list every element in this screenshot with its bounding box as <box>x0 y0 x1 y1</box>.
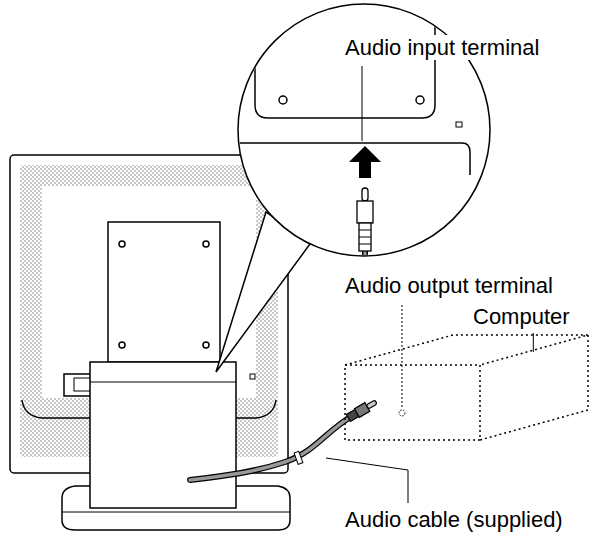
output-terminal <box>399 410 405 416</box>
audio-plug <box>346 398 379 423</box>
audio-plug <box>357 201 373 223</box>
terminal-label: Audio input terminal <box>343 35 541 60</box>
device-label: Computer <box>471 304 572 329</box>
screw-hole <box>416 96 424 104</box>
dotted-edge <box>345 335 588 365</box>
audio-plug <box>357 188 373 251</box>
audio-plug <box>359 244 371 245</box>
screw-hole <box>119 342 125 348</box>
column-line <box>90 382 236 383</box>
leader-line <box>533 333 534 352</box>
audio-plug <box>362 188 368 201</box>
leader-line <box>326 458 408 503</box>
audio-cable <box>190 416 352 480</box>
dotted-edge <box>345 365 480 440</box>
stand-column <box>90 362 236 508</box>
screw-hole <box>119 241 125 247</box>
audio-plug <box>359 237 371 238</box>
base-edge <box>62 512 290 513</box>
terminal-label: Audio output terminal <box>343 273 555 298</box>
cable-tie <box>294 451 303 464</box>
screw-hole <box>203 342 209 348</box>
insert-arrow <box>349 146 381 162</box>
screw-hole <box>279 96 287 104</box>
cable-label: Audio cable (supplied) <box>343 507 565 532</box>
leader-line <box>402 305 403 407</box>
vesa-plate <box>108 222 220 362</box>
panel-edge <box>230 143 470 175</box>
leader-line <box>362 66 363 141</box>
computer-box: Computer <box>340 300 592 448</box>
insert-arrow <box>359 160 371 178</box>
audio-plug <box>359 223 371 251</box>
audio-cable <box>190 416 352 480</box>
audio-cable <box>190 416 352 480</box>
insert-arrow <box>349 146 381 178</box>
dotted-edge <box>480 335 588 440</box>
screw-hole <box>203 241 209 247</box>
small-mark <box>456 122 462 127</box>
audio-plug <box>359 230 371 231</box>
small-mark <box>250 374 255 379</box>
audio-plug <box>366 400 377 409</box>
